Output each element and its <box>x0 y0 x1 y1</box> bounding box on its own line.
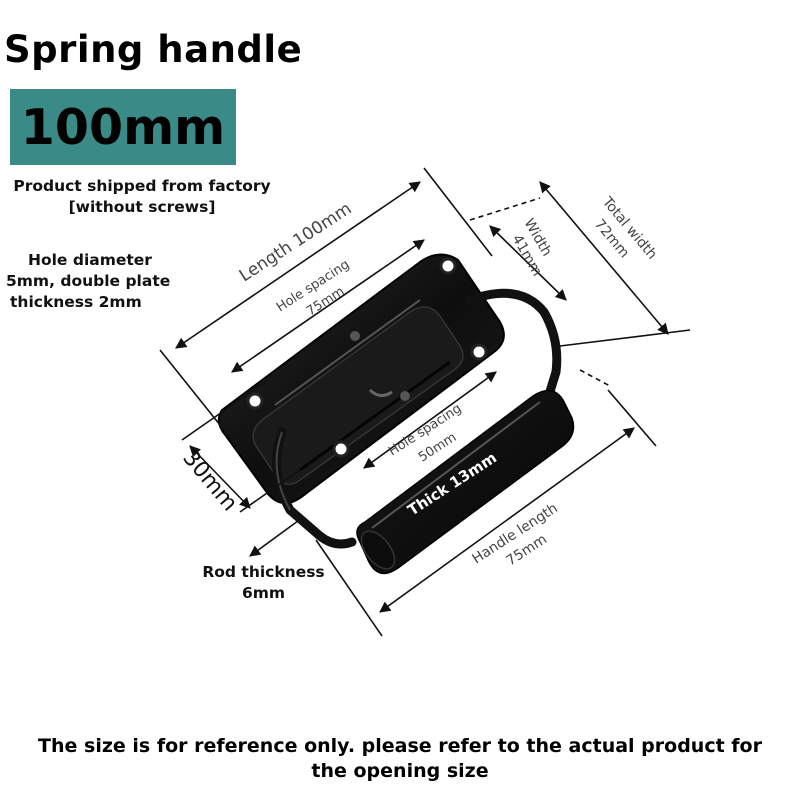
hole-spacing-top-line <box>231 239 425 373</box>
handle-length-dimension-line <box>379 427 635 613</box>
size-badge: 100mm <box>10 89 236 165</box>
handle-length-extension-left <box>315 539 383 637</box>
height-extension-bottom <box>239 469 301 513</box>
height-extension-top <box>181 379 269 441</box>
handle-length-extension-right <box>607 389 657 447</box>
length-extension-right <box>423 167 493 257</box>
width-extension-top <box>469 197 541 221</box>
rod-thickness-pointer <box>249 517 303 557</box>
rod-note-line-2: 6mm <box>241 584 286 602</box>
rivet-1 <box>350 331 360 341</box>
mount-hole-top-left <box>246 392 264 410</box>
mount-hole-bottom-right <box>470 343 488 361</box>
total-width-dimension-line <box>539 181 669 335</box>
height-label: 30mm <box>177 446 242 516</box>
rivet-2 <box>400 391 410 401</box>
dimension-lines <box>159 167 691 637</box>
total-width-extension-right <box>559 329 691 347</box>
hole-note-line-2: 5mm, double plate <box>6 272 171 290</box>
hole-note-line-1: Hole diameter <box>28 251 152 269</box>
length-extension-left <box>159 349 233 441</box>
mount-hole-top-right <box>439 257 457 275</box>
hole-diameter-note: Hole diameter 5mm, double plate thicknes… <box>6 250 186 313</box>
page-title: Spring handle <box>4 28 303 71</box>
disclaimer-line-2: the opening size <box>311 760 489 782</box>
mount-hole-bottom-left <box>332 440 350 458</box>
rod-thickness-note: Rod thickness 6mm <box>196 562 331 604</box>
total-width-extension <box>579 369 611 387</box>
size-badge-label: 100mm <box>20 98 226 156</box>
disclaimer: The size is for reference only. please r… <box>0 734 800 784</box>
rod-note-line-1: Rod thickness <box>202 563 325 581</box>
height-dimension-line <box>189 445 251 509</box>
hole-note-line-3: thickness 2mm <box>10 293 142 311</box>
disclaimer-line-1: The size is for reference only. please r… <box>38 735 762 757</box>
